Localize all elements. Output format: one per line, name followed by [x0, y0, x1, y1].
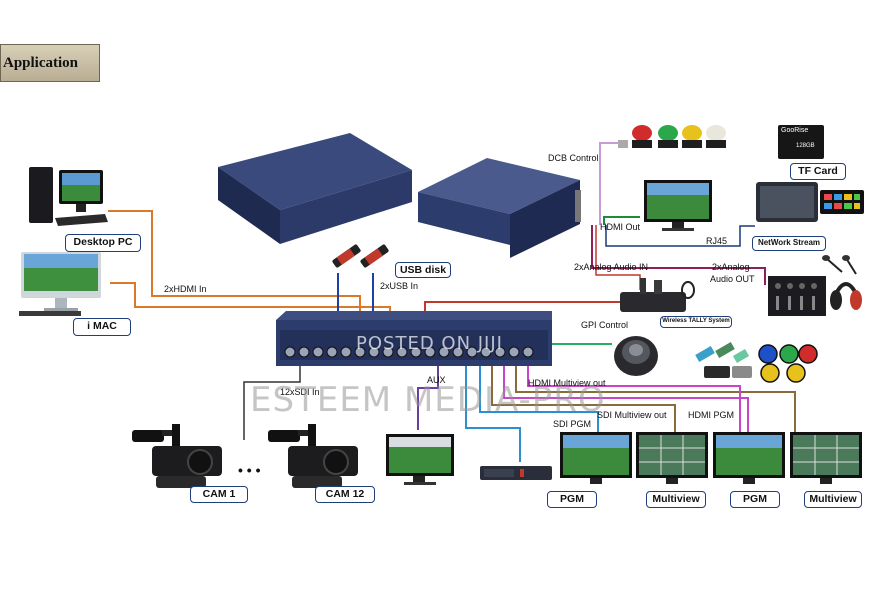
usb-in-label: 2xUSB In	[380, 281, 419, 291]
aux-line	[417, 360, 439, 430]
hdmi-multiview-monitor	[790, 432, 862, 484]
aux-label: AUX	[427, 375, 446, 385]
hdmi-pgm-line-2	[527, 360, 741, 432]
gpi-controller-icon	[614, 336, 658, 376]
desktop-pc-icon	[29, 167, 108, 226]
pgm-label-1: PGM	[547, 491, 597, 508]
analog-audio-in-label: 2xAnalog Audio IN	[574, 262, 649, 272]
bnc-connector-row	[284, 346, 534, 358]
sdi-multiview-monitor	[636, 432, 708, 484]
bnc-connector	[340, 346, 352, 358]
microphone-icons	[822, 255, 857, 275]
dcb-control-label: DCB Control	[548, 153, 599, 163]
wireless-tally-device	[620, 278, 695, 312]
bnc-connector	[508, 346, 520, 358]
bnc-connector	[522, 346, 534, 358]
sdi-pgm-monitor	[560, 432, 632, 484]
ellipsis-label: • • •	[238, 462, 261, 478]
sdi-pgm-line	[465, 360, 521, 462]
sdi-multiview-line	[491, 360, 676, 432]
bnc-connector	[298, 346, 310, 358]
usb-stick-icon-2	[360, 244, 389, 268]
sd-card-capacity: 128GB	[796, 143, 815, 149]
headphones-icon	[830, 282, 862, 310]
analog-audio-out-label-2: Audio OUT	[710, 274, 755, 284]
hdmi-multiview-out-label: HDMI Multiview out	[528, 378, 606, 388]
bnc-connector	[452, 346, 464, 358]
network-stream-device	[756, 182, 864, 222]
usb-disk-label: USB disk	[395, 262, 451, 278]
bnc-connector	[326, 346, 338, 358]
bnc-connector	[312, 346, 324, 358]
main-unit-box-2	[418, 158, 581, 258]
switcher-front-panel	[276, 311, 552, 366]
network-stream-label: NetWork Stream	[752, 236, 826, 251]
hdmi-pgm-label: HDMI PGM	[688, 410, 734, 420]
bnc-connector	[438, 346, 450, 358]
bnc-connector	[396, 346, 408, 358]
bnc-connector	[480, 346, 492, 358]
bnc-connector	[284, 346, 296, 358]
sdi-pgm-out-line	[479, 360, 599, 432]
camera-12-icon	[268, 424, 358, 488]
gpi-connectors-icon	[695, 342, 752, 378]
hdmi-in-line-imac	[110, 282, 391, 318]
hdmi-in-line-desktop	[108, 210, 361, 318]
sd-card-brand: GooRise	[781, 127, 809, 134]
desktop-pc-label: Desktop PC	[65, 234, 141, 252]
bnc-connector	[410, 346, 422, 358]
hdmi-out-label: HDMI Out	[600, 222, 641, 232]
dcb-control-line	[599, 142, 628, 225]
bnc-connector	[466, 346, 478, 358]
tally-buttons-icon	[758, 344, 818, 383]
audio-in-line-up	[595, 225, 641, 290]
hdmi-out-monitor	[644, 180, 712, 231]
audio-out-line	[591, 225, 766, 285]
hdmi-in-label: 2xHDMI In	[164, 284, 207, 294]
hdmi-pgm-line	[503, 360, 749, 432]
audio-mixer-icon	[768, 276, 826, 316]
sdi-pgm-label: SDI PGM	[553, 419, 592, 429]
cam12-label: CAM 12	[315, 486, 375, 503]
cam1-label: CAM 1	[190, 486, 248, 503]
bnc-connector	[494, 346, 506, 358]
pgm-label-2: PGM	[730, 491, 780, 508]
imac-icon	[19, 252, 101, 316]
multiview-label-1: Multiview	[646, 491, 706, 508]
main-unit-box-1	[218, 133, 412, 244]
analog-audio-out-label-1: 2xAnalog	[712, 262, 750, 272]
imac-label: i MAC	[73, 318, 131, 336]
sdi-in-label: 12xSDI In	[280, 387, 320, 397]
bnc-connector	[424, 346, 436, 358]
camera-1-icon	[132, 424, 222, 488]
sdi-multiview-out-label: SDI Multiview out	[597, 410, 667, 420]
aux-monitor	[386, 434, 454, 485]
bnc-connector	[368, 346, 380, 358]
tally-lights-icon	[618, 125, 726, 148]
rj45-line	[605, 225, 755, 247]
rj45-label: RJ45	[706, 236, 728, 246]
usb-stick-icon-1	[332, 244, 361, 268]
device-watermark: POSTED ON JIJI	[356, 333, 503, 354]
bnc-connector	[354, 346, 366, 358]
hdmi-pgm-monitor	[713, 432, 785, 484]
page-title: Application	[0, 44, 100, 82]
multiview-label-2: Multiview	[804, 491, 862, 508]
rack-recorder-device	[480, 466, 552, 480]
sd-card-icon	[778, 125, 824, 159]
gpi-control-label: GPI Control	[581, 320, 629, 330]
hdmi-out-line	[603, 216, 640, 225]
tf-card-label: TF Card	[790, 163, 846, 180]
sdi-in-line	[243, 362, 301, 440]
hdmi-multiview-line	[515, 360, 796, 432]
main-watermark: ESTEEM MEDIA-PRO	[250, 380, 606, 420]
bnc-connector	[382, 346, 394, 358]
wireless-tally-label: Wireless TALLY System	[660, 316, 732, 328]
